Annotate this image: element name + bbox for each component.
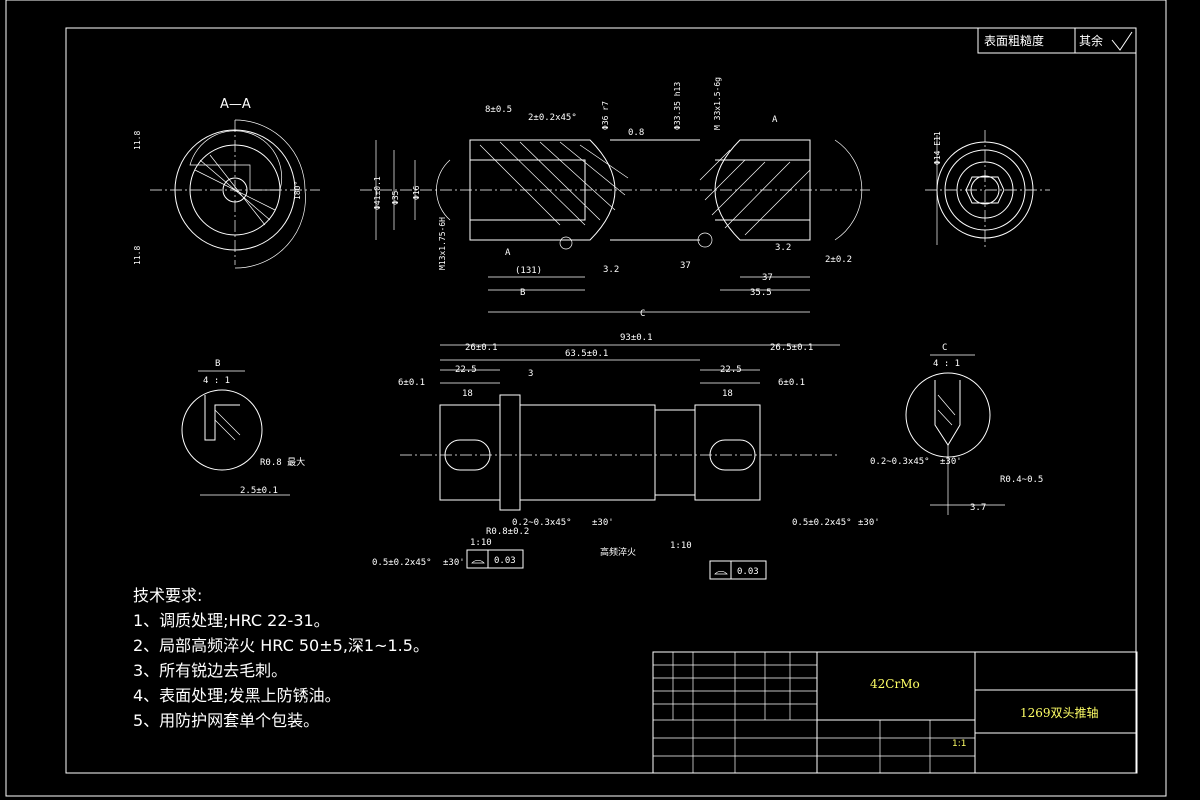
dim-93: 93±0.1 bbox=[620, 333, 653, 343]
note-item-4: 4、表面处理;发黑上防锈油。 bbox=[133, 686, 341, 705]
dim-22-5-right: 22.5 bbox=[720, 365, 742, 375]
dim-2-5: 2.5±0.1 bbox=[240, 486, 278, 496]
dim-chamfer: 2±0.2x45° bbox=[528, 113, 577, 123]
dim-roughness-0-8: 0.8 bbox=[628, 128, 644, 138]
detail-c-title: C bbox=[942, 343, 947, 353]
dim-dia-16: Φ16 bbox=[412, 185, 421, 200]
roughness-box bbox=[977, 27, 1137, 54]
section-aa-label: A—A bbox=[220, 97, 251, 112]
dim-131: C bbox=[640, 309, 645, 319]
dim-dia-36: Φ36 r7 bbox=[601, 101, 610, 130]
dim-r0-8: R0.8±0.2 bbox=[486, 527, 529, 537]
note-item-1: 1、调质处理;HRC 22-31。 bbox=[133, 611, 330, 630]
dim-m13: M13x1.75-6H bbox=[438, 217, 447, 270]
dim-26-5: 26.5±0.1 bbox=[770, 343, 813, 353]
dim-angle-left: ±30' bbox=[443, 558, 465, 568]
dim-37: 37 bbox=[762, 273, 773, 283]
detail-c-scale: 4 : 1 bbox=[933, 359, 960, 369]
note-item-3: 3、所有锐边去毛刺。 bbox=[133, 661, 288, 680]
svg-text:180°: 180° bbox=[293, 181, 302, 200]
dim-chamfer-left: 0.5±0.2x45° bbox=[372, 558, 432, 568]
svg-text:Φ14 E11: Φ14 E11 bbox=[933, 131, 942, 165]
dim-6-right: 6±0.1 bbox=[778, 378, 805, 388]
dim-m33: M 33x1.5-6g bbox=[713, 77, 722, 130]
dim-angle-mid: ±30' bbox=[592, 518, 614, 528]
tolerance-value-left: 0.03 bbox=[494, 556, 516, 566]
note-hardening: 高频淬火 bbox=[600, 546, 636, 558]
dim-3-7: 3.7 bbox=[970, 503, 986, 513]
tolerance-frame-left bbox=[466, 549, 524, 569]
part-name-label: 1269双头推轴 bbox=[1020, 706, 1099, 720]
technical-requirements: 技术要求: 1、调质处理;HRC 22-31。 2、局部高频淬火 HRC 50±… bbox=[133, 583, 429, 733]
tolerance-frame-right bbox=[709, 560, 767, 580]
dim-63-5: 63.5±0.1 bbox=[565, 349, 608, 359]
section-aa-view: A—A 11.8 11.8 180° bbox=[133, 97, 320, 269]
note-item-5: 5、用防护网套单个包装。 bbox=[133, 711, 320, 730]
end-view: Φ14 E11 bbox=[925, 130, 1050, 250]
outer-frame bbox=[5, 0, 1167, 797]
material-label: 42CrMo bbox=[870, 677, 920, 691]
dim-35-5-right: 35.5 bbox=[750, 288, 772, 298]
roughness-label: 表面粗糙度 bbox=[984, 34, 1045, 48]
svg-text:11.8: 11.8 bbox=[133, 246, 142, 265]
note-item-2: 2、局部高频淬火 HRC 50±5,深1~1.5。 bbox=[133, 636, 429, 655]
title-block bbox=[652, 651, 1138, 774]
dim-22-5-left: 22.5 bbox=[455, 365, 477, 375]
dim-dia-41: Φ41±0.1 bbox=[373, 176, 382, 210]
dim-6-left: 6±0.1 bbox=[398, 378, 425, 388]
main-section-view: (131) B C 35.5 37 2±0.2 8±0.5 2±0.2x45° … bbox=[360, 77, 870, 319]
dim-taper-right: 1:10 bbox=[670, 541, 692, 551]
dim-18-left: 18 bbox=[462, 389, 473, 399]
dim-26: 26±0.1 bbox=[465, 343, 498, 353]
dim-c-angle: ±30' bbox=[940, 457, 962, 467]
dim-r0-8-max: R0.8 最大 bbox=[260, 456, 305, 468]
notes-title: 技术要求: bbox=[133, 586, 203, 605]
section-mark-a: A bbox=[772, 115, 778, 125]
detail-mark-b: 3.2 bbox=[603, 265, 619, 275]
dim-chamfer-right: 0.5±0.2x45° bbox=[792, 518, 852, 528]
dim-8-0-5: 8±0.5 bbox=[485, 105, 512, 115]
detail-b-scale: 4 : 1 bbox=[203, 376, 230, 386]
dim-3: 3 bbox=[528, 369, 533, 379]
dim-chamfer-mid: 0.2~0.3x45° bbox=[512, 518, 572, 528]
dim-2-0-2: 2±0.2 bbox=[825, 255, 852, 265]
detail-mark-c: 37 bbox=[680, 261, 691, 271]
svg-text:11.8: 11.8 bbox=[133, 131, 142, 150]
dim-c-chamfer: 0.2~0.3x45° bbox=[870, 457, 930, 467]
dim-angle-right: ±30' bbox=[858, 518, 880, 528]
section-mark-a2: A bbox=[505, 248, 511, 258]
dim-27: (131) bbox=[515, 266, 542, 276]
roughness-rest: 其余 bbox=[1079, 34, 1104, 48]
tolerance-value-right: 0.03 bbox=[737, 567, 759, 577]
dim-35-5-left: B bbox=[520, 288, 525, 298]
dim-dia-33: Φ33.35 h13 bbox=[673, 82, 682, 130]
side-view: 26±0.1 93±0.1 63.5±0.1 26.5±0.1 22.5 3 2… bbox=[372, 333, 880, 580]
scale-label: 1:1 bbox=[952, 739, 967, 749]
inner-frame bbox=[65, 27, 1137, 774]
detail-c-view: C 4 : 1 0.2~0.3x45° ±30' R0.4~0.5 3.7 bbox=[870, 343, 1043, 515]
detail-b-title: B bbox=[215, 359, 220, 369]
dim-r0-4: R0.4~0.5 bbox=[1000, 475, 1043, 485]
roughness-symbol bbox=[1111, 31, 1133, 51]
dim-dia-35: Φ35 bbox=[391, 190, 400, 205]
svg-text:3.2: 3.2 bbox=[775, 243, 791, 253]
detail-b-view: B 4 : 1 R0.8 最大 2.5±0.1 bbox=[181, 359, 305, 496]
dim-taper-left: 1:10 bbox=[470, 538, 492, 548]
dim-18-right: 18 bbox=[722, 389, 733, 399]
